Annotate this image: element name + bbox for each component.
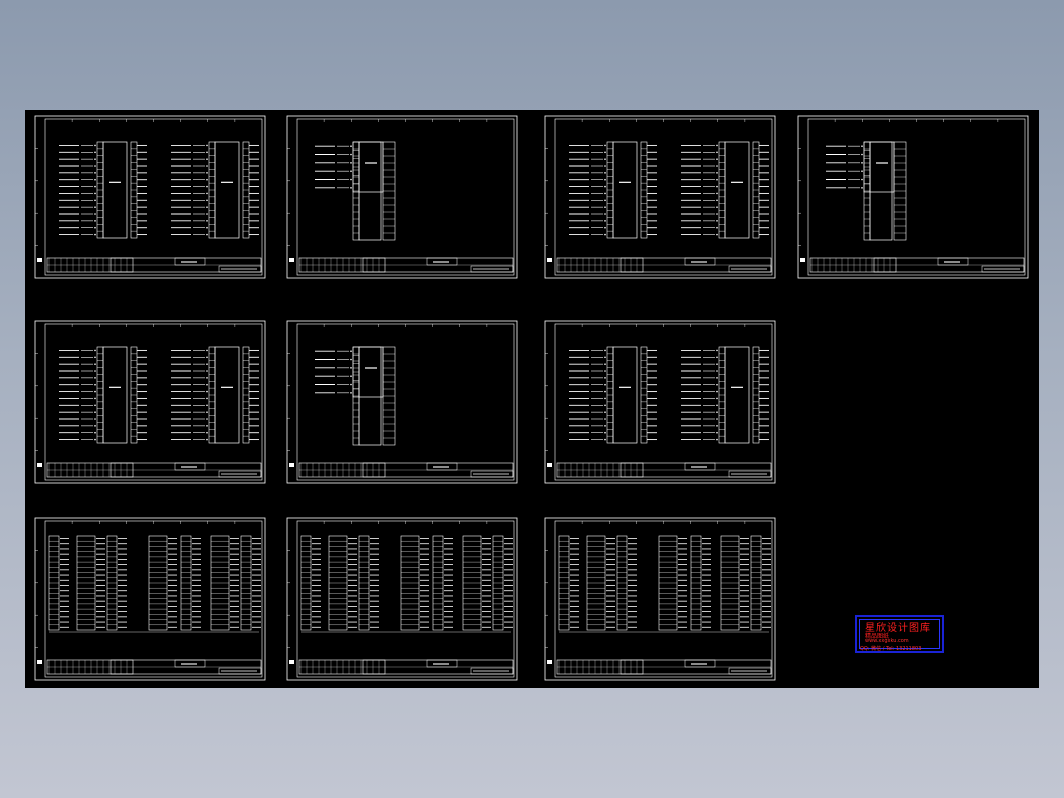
drawing-sheets-layer	[34, 115, 1029, 681]
sheet-1[interactable]	[34, 115, 266, 279]
stamp-contact: QQ: 微信 / Tel: 13211803	[860, 646, 922, 652]
sheet-9[interactable]	[286, 517, 518, 681]
sheet-5[interactable]	[34, 320, 266, 484]
stamp-inner-frame	[859, 619, 940, 649]
sheet-7[interactable]	[544, 320, 776, 484]
watermark-stamp: 星欣设计图库 精品图纸 www.xxgxku.com QQ: 微信 / Tel:…	[855, 615, 944, 653]
stamp-title: 星欣设计图库	[865, 623, 931, 634]
cad-model-space[interactable]: 星欣设计图库 精品图纸 www.xxgxku.com QQ: 微信 / Tel:…	[25, 110, 1039, 688]
stamp-website: www.xxgxku.com	[865, 638, 909, 644]
sheet-2[interactable]	[286, 115, 518, 279]
sheet-4[interactable]	[797, 115, 1029, 279]
sheet-3[interactable]	[544, 115, 776, 279]
sheet-10[interactable]	[544, 517, 776, 681]
sheet-6[interactable]	[286, 320, 518, 484]
sheet-8[interactable]	[34, 517, 266, 681]
stamp-subtitle: 精品图纸	[865, 633, 890, 640]
